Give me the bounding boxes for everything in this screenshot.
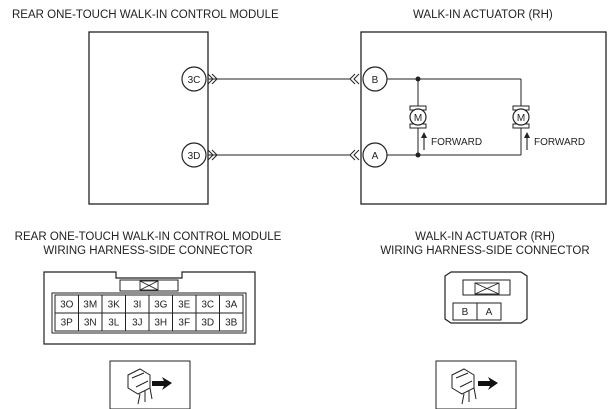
actuator-pin-a-label: A xyxy=(486,307,493,318)
actuator-internal-wiring xyxy=(386,78,522,156)
module-pin-3n-label: 3N xyxy=(84,318,97,329)
actuator-title: WALK-IN ACTUATOR (RH) xyxy=(413,9,553,21)
module-connector-chevron-top xyxy=(207,73,218,85)
module-pin-3e: 3E xyxy=(172,294,197,314)
actuator-box xyxy=(360,31,607,205)
module-pin-3o: 3O xyxy=(54,294,79,314)
module-pin-3f-label: 3F xyxy=(178,318,190,329)
module-pin-3l-label: 3L xyxy=(108,318,120,329)
terminal-b-label: B xyxy=(372,75,379,86)
actuator-view-indicator xyxy=(435,360,517,409)
terminal-3d-label: 3D xyxy=(188,151,201,162)
module-pin-3b-label: 3B xyxy=(225,318,238,329)
terminal-a: A xyxy=(362,142,388,168)
actuator-connector-chevron-bottom xyxy=(349,149,360,161)
module-pin-3k: 3K xyxy=(101,294,126,314)
terminal-3d: 3D xyxy=(181,142,207,168)
module-pin-3p: 3P xyxy=(54,312,79,332)
lock-icon xyxy=(474,282,500,295)
module-pin-3c: 3C xyxy=(195,294,220,314)
module-pin-3g: 3G xyxy=(148,294,173,314)
module-pin-3h: 3H xyxy=(148,312,173,332)
motor-right-label: M xyxy=(517,113,525,124)
module-pin-3p-label: 3P xyxy=(61,318,74,329)
module-pin-3g-label: 3G xyxy=(154,300,168,311)
module-pin-3c-label: 3C xyxy=(201,300,214,311)
forward-label-left: FORWARD xyxy=(431,137,482,148)
actuator-pin-a: A xyxy=(476,302,502,321)
module-pin-3a: 3A xyxy=(219,294,244,314)
module-pin-3i: 3I xyxy=(125,294,150,314)
view-arrow-icon xyxy=(152,377,172,390)
module-pin-3l: 3L xyxy=(101,312,126,332)
junction-dot-bottom xyxy=(415,152,421,158)
forward-label-right: FORWARD xyxy=(534,137,585,148)
module-pin-3k-label: 3K xyxy=(108,300,121,311)
module-pin-3m-label: 3M xyxy=(83,300,97,311)
module-view-indicator xyxy=(109,360,191,409)
actuator-connector-title-1: WALK-IN ACTUATOR (RH) xyxy=(415,231,555,243)
actuator-pin-b-label: B xyxy=(462,307,469,318)
module-connector-chevron-bottom xyxy=(207,149,218,161)
junction-dot-top xyxy=(415,76,421,82)
module-pin-3d: 3D xyxy=(195,312,220,332)
motor-icon: M xyxy=(409,105,427,129)
terminal-a-label: A xyxy=(372,151,379,162)
module-pin-3i-label: 3I xyxy=(133,300,141,311)
module-pin-3f: 3F xyxy=(172,312,197,332)
forward-arrow-icon xyxy=(421,132,427,150)
module-pin-3b: 3B xyxy=(219,312,244,332)
terminal-3c: 3C xyxy=(181,66,207,92)
module-harness-connector: 3O 3M 3K 3I 3G 3E 3C 3A 3P 3N 3L 3J 3H 3F 3D 3B xyxy=(43,271,256,345)
terminal-b: B xyxy=(362,66,388,92)
motor-left-label: M xyxy=(414,113,422,124)
module-pin-3j: 3J xyxy=(125,312,150,332)
module-pin-3o-label: 3O xyxy=(60,300,74,311)
module-box xyxy=(88,31,209,205)
module-pin-3e-label: 3E xyxy=(178,300,191,311)
actuator-connector-title-2: WIRING HARNESS-SIDE CONNECTOR xyxy=(380,245,589,257)
module-pin-3j-label: 3J xyxy=(132,318,143,329)
motor-icon: M xyxy=(512,105,530,129)
actuator-connector-chevron-top xyxy=(349,73,360,85)
connector-view-icon xyxy=(127,368,153,405)
module-pin-3m: 3M xyxy=(78,294,103,314)
module-pin-3h-label: 3H xyxy=(154,318,167,329)
actuator-pin-b: B xyxy=(452,302,478,321)
lock-icon xyxy=(139,280,159,291)
terminal-3c-label: 3C xyxy=(188,75,201,86)
module-connector-title-2: WIRING HARNESS-SIDE CONNECTOR xyxy=(43,245,252,257)
connector-view-icon xyxy=(451,368,477,405)
module-pin-3d-label: 3D xyxy=(201,318,214,329)
module-title: REAR ONE-TOUCH WALK-IN CONTROL MODULE xyxy=(12,9,279,21)
forward-arrow-icon xyxy=(524,132,530,150)
module-pin-3n: 3N xyxy=(78,312,103,332)
module-pin-3a-label: 3A xyxy=(225,300,238,311)
view-arrow-icon xyxy=(478,377,498,390)
module-connector-title-1: REAR ONE-TOUCH WALK-IN CONTROL MODULE xyxy=(15,231,282,243)
